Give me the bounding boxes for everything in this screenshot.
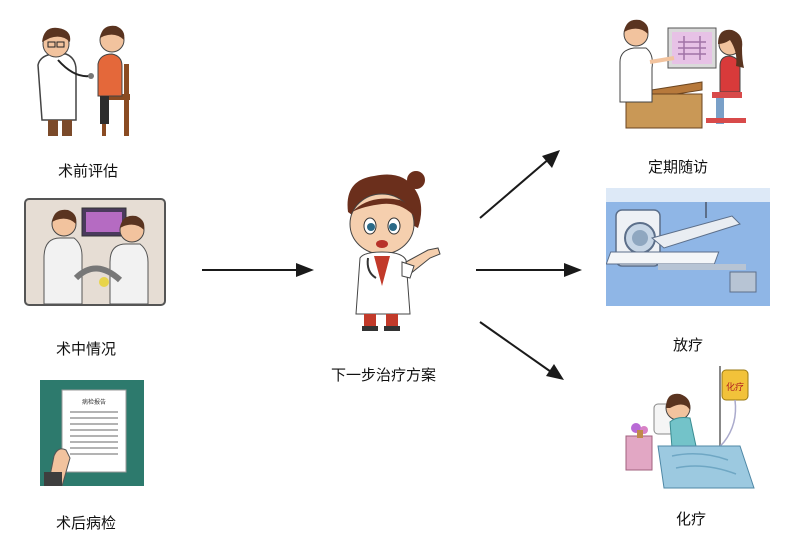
label-preop-evaluation: 术前评估	[58, 162, 119, 180]
label-intraop-situation: 术中情况	[56, 340, 117, 358]
chemotherapy-illustration: 化疗	[620, 364, 760, 494]
label-next-treatment-plan: 下一步治疗方案	[331, 366, 437, 384]
preop-illustration	[28, 20, 140, 140]
iv-bag-label: 化疗	[726, 381, 744, 393]
radiotherapy-illustration	[606, 188, 770, 306]
label-chemotherapy: 化疗	[676, 510, 707, 528]
arrow-to-radiotherapy	[476, 262, 582, 278]
intraop-illustration	[24, 198, 166, 306]
label-postop-pathology: 术后病检	[56, 514, 117, 532]
female-doctor-illustration	[330, 166, 450, 332]
follow-up-illustration	[612, 16, 754, 130]
arrow-to-chemotherapy	[476, 318, 568, 384]
pathology-illustration: 病检报告	[40, 380, 144, 486]
label-regular-follow-up: 定期随访	[648, 158, 709, 176]
document-heading: 病检报告	[82, 398, 106, 406]
arrow-to-follow-up	[476, 146, 564, 222]
label-radiotherapy: 放疗	[673, 336, 704, 354]
center-arrow-in	[202, 262, 314, 278]
